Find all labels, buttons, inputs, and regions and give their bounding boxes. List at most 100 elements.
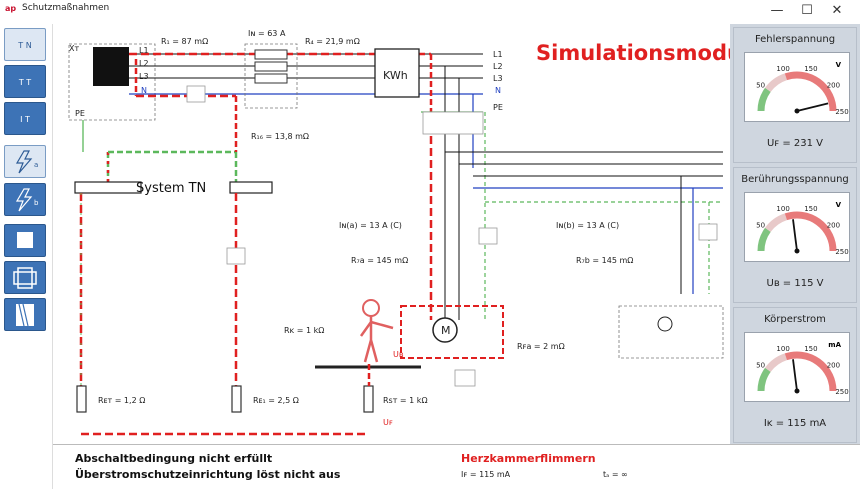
gauge-tick-label: 100: [776, 205, 789, 213]
circuit-diagram: Simulationsmodule Xᴛ L1 L2 L3 N PE R₁ = …: [53, 24, 763, 448]
rk-label: Rᴋ = 1 kΩ: [284, 326, 325, 335]
status-line-2: Überstromschutzeinrichtung löst nicht au…: [75, 468, 341, 481]
ta-value: tₐ = ∞: [603, 470, 628, 479]
gauge-needle: [792, 219, 798, 252]
it-label: I T: [20, 115, 30, 124]
in-b-label: Iɴ(b) = 13 A (C): [556, 221, 620, 230]
gauge-pivot: [794, 108, 800, 114]
app-icon: ap: [5, 4, 17, 13]
ret-label: Rᴇᴛ = 1,2 Ω: [98, 396, 146, 405]
gauge-band: [784, 71, 837, 112]
gauge-band: [757, 87, 771, 112]
title-bar: ap Schutzmaßnahmen — ☐ ✕: [0, 0, 860, 24]
fault-a-label: a: [34, 161, 38, 169]
gauge-dial: 50 100 150 200 250 V: [756, 61, 849, 116]
in-a-label: Iɴ(a) = 13 A (C): [339, 221, 402, 230]
in-label: Iɴ = 63 A: [248, 29, 286, 38]
gauge-tick-label: 200: [827, 82, 840, 90]
fault-b-button[interactable]: b: [4, 183, 46, 216]
gauge-band: [784, 211, 837, 252]
r7a-label: R₇a = 145 mΩ: [351, 256, 409, 265]
gauge-band: [765, 353, 788, 373]
gauge-pivot: [794, 388, 800, 394]
meter-title: Berührungsspannung: [741, 174, 849, 185]
gauge-unit: V: [836, 61, 842, 69]
re1-label: Rᴇ₁ = 2,5 Ω: [253, 396, 299, 405]
gauge-band: [784, 351, 837, 392]
device-button[interactable]: [4, 261, 46, 294]
gauge-needle: [792, 359, 798, 392]
gauge-unit: V: [836, 201, 842, 209]
meter-value: Iᴋ = 115 mA: [763, 418, 827, 429]
out-l3-label: L3: [493, 74, 503, 83]
device-icon: [13, 267, 37, 289]
out-pe-label: PE: [493, 103, 503, 112]
l3-label: L3: [139, 72, 149, 81]
lightning-icon: b: [15, 188, 39, 212]
gauge-unit: mA: [828, 341, 841, 349]
tt-label: T T: [18, 78, 32, 87]
if-value: Iꜰ = 115 mA: [461, 470, 511, 479]
it-button[interactable]: I T: [4, 102, 46, 135]
lightning-icon: a: [15, 150, 38, 174]
gauge-tick-label: 150: [804, 65, 817, 73]
l2-label: L2: [139, 59, 149, 68]
rfa-label: Rꜰa = 2 mΩ: [517, 342, 565, 351]
tt-button[interactable]: T T: [4, 65, 46, 98]
gauge-tick-label: 100: [776, 345, 789, 353]
window-title: Schutzmaßnahmen: [22, 3, 110, 13]
gauge-band: [765, 73, 788, 93]
fehlerspannung-meter: Fehlerspannung 50 100 150 200 250 V Uꜰ = 231 …: [733, 27, 857, 163]
motor-label: M: [441, 324, 451, 337]
out-l2-label: L2: [493, 62, 503, 71]
gauge-tick-label: 250: [835, 108, 848, 116]
n-label: N: [141, 86, 147, 95]
r7b-label: R₇b = 145 mΩ: [576, 256, 634, 265]
meter-value: Uꜰ = 231 V: [766, 138, 824, 149]
gauge-tick-label: 150: [804, 205, 817, 213]
r1-label: R₁ = 87 mΩ: [161, 37, 209, 46]
gauge-tick-label: 250: [835, 388, 848, 396]
gauge-band: [757, 227, 771, 252]
fault-b-label: b: [34, 199, 39, 207]
gauge-band: [765, 213, 788, 233]
close-button[interactable]: ✕: [831, 3, 843, 18]
danger-label: Herzkammerflimmern: [461, 452, 596, 465]
gauge-tick-label: 50: [756, 82, 765, 90]
uf-label: Uꜰ: [383, 418, 393, 427]
status-line-1: Abschaltbedingung nicht erfüllt: [75, 452, 273, 465]
square-icon: [17, 232, 33, 248]
out-n-label: N: [495, 86, 501, 95]
r16-label: R₁₆ = 13,8 mΩ: [251, 132, 310, 141]
kwh-label: KWh: [383, 69, 408, 82]
gauge: 50 100 150 200 250 V: [744, 52, 850, 122]
maximize-button[interactable]: ☐: [801, 3, 813, 18]
tn-button[interactable]: T N: [4, 28, 46, 61]
gauge-tick-label: 50: [756, 222, 765, 230]
meter-value: Uʙ = 115 V: [766, 278, 824, 289]
gauge-tick-label: 50: [756, 362, 765, 370]
out-l1-label: L1: [493, 50, 503, 59]
pe-label: PE: [75, 109, 85, 118]
wall-icon: [16, 303, 34, 327]
gauge-pivot: [794, 248, 800, 254]
mode-toolbar: T N T T I T a b: [0, 24, 53, 489]
wall-button[interactable]: [4, 298, 46, 331]
minimize-button[interactable]: —: [770, 3, 784, 18]
square-button[interactable]: [4, 224, 46, 257]
xt-label: Xᴛ: [69, 44, 80, 53]
gauge-needle: [796, 102, 829, 112]
gauge-tick-label: 250: [835, 248, 848, 256]
r4-label: R₄ = 21,9 mΩ: [305, 37, 360, 46]
fault-a-button[interactable]: a: [4, 145, 46, 178]
l1-label: L1: [139, 46, 149, 55]
circuit-schematic: [68, 43, 724, 436]
simulation-title: Simulationsmodule: [536, 41, 764, 65]
meter-title: Fehlerspannung: [754, 34, 836, 45]
gauge-tick-label: 100: [776, 65, 789, 73]
